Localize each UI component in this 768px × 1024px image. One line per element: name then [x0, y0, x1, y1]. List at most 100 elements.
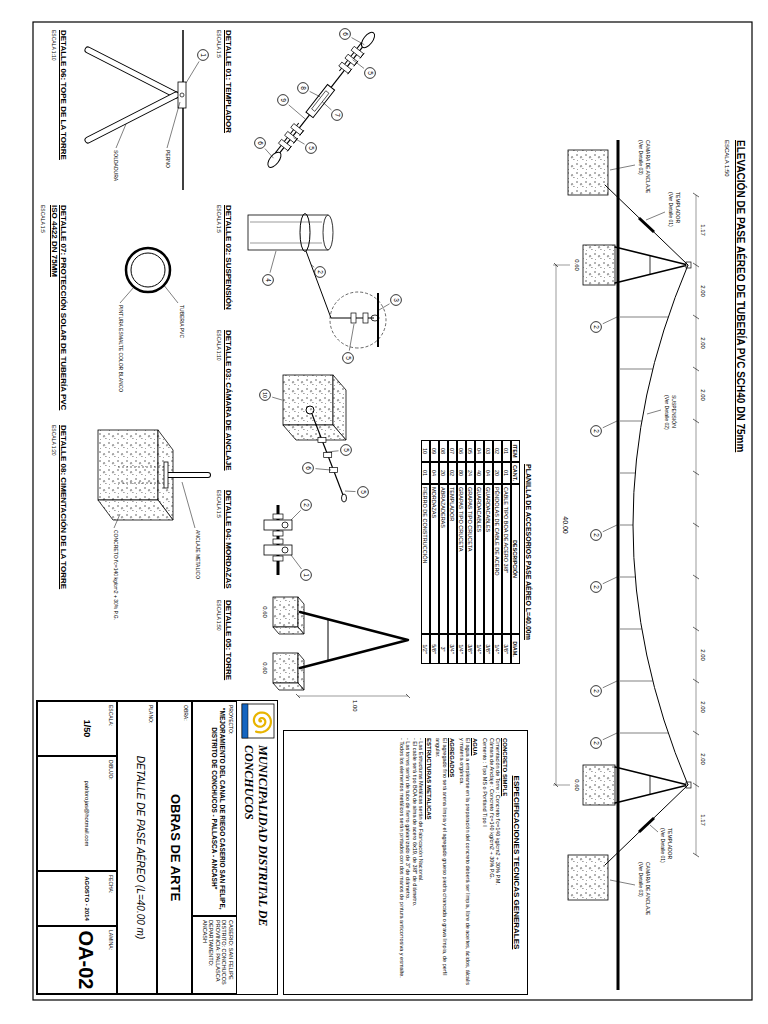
leader-line — [646, 212, 665, 220]
turnbuckle — [639, 818, 654, 832]
callout-number: 2 — [590, 321, 602, 333]
cable-eye — [371, 315, 379, 321]
tower — [615, 767, 688, 803]
table-cell: DESCRIPCIÓN — [511, 484, 520, 634]
callout-circle-outline — [255, 138, 266, 149]
hanger-cable — [620, 369, 653, 370]
node-text: OA-02 — [74, 930, 98, 990]
leader-line — [291, 555, 302, 569]
node-text: - Las torres serán de tubo de fierro gal… — [405, 738, 412, 987]
scale-note: ESCALA 1:50 — [723, 140, 730, 177]
leader-line — [379, 304, 390, 310]
table-cell: 3/8" — [484, 634, 493, 664]
node-text: "MEJORAMIENTO DEL CANAL DE RIEGO CASERIO… — [210, 705, 226, 912]
clamp-nut — [300, 130, 304, 136]
table-cell: 01 — [421, 462, 430, 484]
tower-tube — [88, 50, 176, 95]
table-cell: 3/4" — [448, 634, 457, 664]
node-text: AGREGADOS — [448, 738, 455, 987]
callout-circle-outline — [591, 686, 602, 697]
callout-circle-outline — [278, 95, 289, 106]
part-label: ANCLAJE METALICO — [194, 530, 200, 579]
turnbuckle — [639, 218, 654, 232]
node-heading: FECHA: — [108, 875, 114, 922]
table-cell: CANT. — [511, 462, 520, 484]
callout-circle-outline — [298, 83, 309, 94]
cable-clamp — [339, 62, 352, 73]
dimension-text: 0.60 — [573, 778, 580, 792]
detail-title: DETALLE 06: TOPE DE LA TORRE — [59, 30, 68, 160]
detail-title: DETALLE 02: SUSPENSIÓN — [224, 205, 233, 310]
table-cell: 04 — [475, 440, 484, 462]
leader-line — [272, 397, 282, 400]
node-heading: LAMINA: — [108, 930, 114, 990]
node-text: - Las Estructuras Metálicas serán de Fab… — [418, 738, 425, 987]
callout-number-text: 2 — [590, 685, 602, 697]
pvc-pipe-section — [131, 253, 165, 287]
bolt — [180, 93, 184, 97]
clamp-plate — [264, 545, 292, 555]
table-cell: 05 — [466, 440, 475, 462]
table-cell: 08 — [439, 440, 448, 462]
nut — [273, 556, 283, 561]
callout-circle-outline — [391, 295, 402, 306]
dimension-text: 2.00 — [699, 388, 706, 402]
node-heading: MUNICIPALIDAD DISTRITAL DE CONCHUCOS — [241, 745, 270, 990]
leader-line — [610, 165, 635, 170]
pvc-pipe — [617, 140, 620, 990]
dimension-tick — [693, 575, 699, 579]
table-cell: CABLE TIPO BOA DE ACERO 3/8" — [502, 484, 511, 634]
drawing — [33, 22, 752, 1000]
cable-clamp — [351, 313, 356, 323]
dimension-tick — [693, 419, 699, 423]
clamp-nut — [287, 146, 291, 152]
leader-line — [647, 410, 661, 414]
part-label: CAMARA DE ANCLAJE — [644, 862, 650, 915]
tower-tube — [88, 95, 176, 140]
callout-circle-outline — [591, 738, 602, 749]
callout-number: 1 — [300, 569, 312, 581]
node-heading: PROYECTO: — [228, 705, 234, 912]
dimension-tick — [693, 731, 699, 735]
pipe-end — [323, 215, 333, 250]
title-block-cell: LAMINA: OA-02 — [37, 926, 117, 994]
callout-number-text: 10 — [259, 389, 271, 401]
sheet-frame — [33, 22, 752, 1000]
anchor-chamber — [568, 150, 608, 195]
cable-clamp — [278, 139, 291, 150]
dimension-text: 2.00 — [699, 648, 706, 662]
table-cell: 3/8" — [502, 634, 511, 664]
title-block-cell: OBRA:OBRAS DE ARTE — [157, 701, 192, 994]
callout-number-text: 6 — [302, 462, 314, 474]
part-label: SUSPENSIÓN — [670, 395, 676, 428]
logo-frame — [242, 704, 274, 738]
cable — [312, 414, 343, 495]
detail-circle — [330, 292, 386, 348]
base-plate — [164, 462, 168, 488]
cable — [182, 30, 184, 190]
dimension-text: 2.00 — [699, 284, 706, 298]
callout-number: 1 — [197, 49, 209, 61]
title-block-cell: CASERIO: SAN FELIPEDISTRITO: CONCHUCOSPR… — [192, 916, 237, 994]
dimension-tick — [693, 367, 699, 371]
callout-number-text: 2 — [590, 737, 602, 749]
dimension-text: 40.00 — [561, 515, 569, 535]
callout-circle-outline — [365, 68, 376, 79]
detail-title: DETALLE 05: TORRE — [224, 600, 233, 680]
callout-number-text: 7 — [331, 109, 343, 121]
detail-title: DETALLE 07: PROTECCIÓN SOLAR DE TUBERÍA … — [50, 205, 68, 420]
main-cable — [633, 265, 688, 785]
hanger-cable — [620, 629, 642, 630]
node-text: - El cable será tipo BOA de alma de acer… — [411, 738, 418, 987]
table-cell: 1/2" — [421, 634, 430, 664]
node-text: Cámara de Anclaje : Concreto f'c=140 kg/… — [488, 738, 495, 987]
logo-band — [242, 704, 248, 738]
footing-side — [273, 627, 304, 634]
node-text: OBRAS DE ARTE — [167, 705, 183, 990]
scale-note: ESCALA 1:5 — [39, 205, 45, 233]
dimension-tick — [406, 694, 410, 698]
callout-number: 5 — [357, 486, 369, 498]
anchor-rod — [118, 467, 164, 468]
leader-line — [120, 287, 134, 303]
table-cell: 3/8" — [466, 634, 475, 664]
